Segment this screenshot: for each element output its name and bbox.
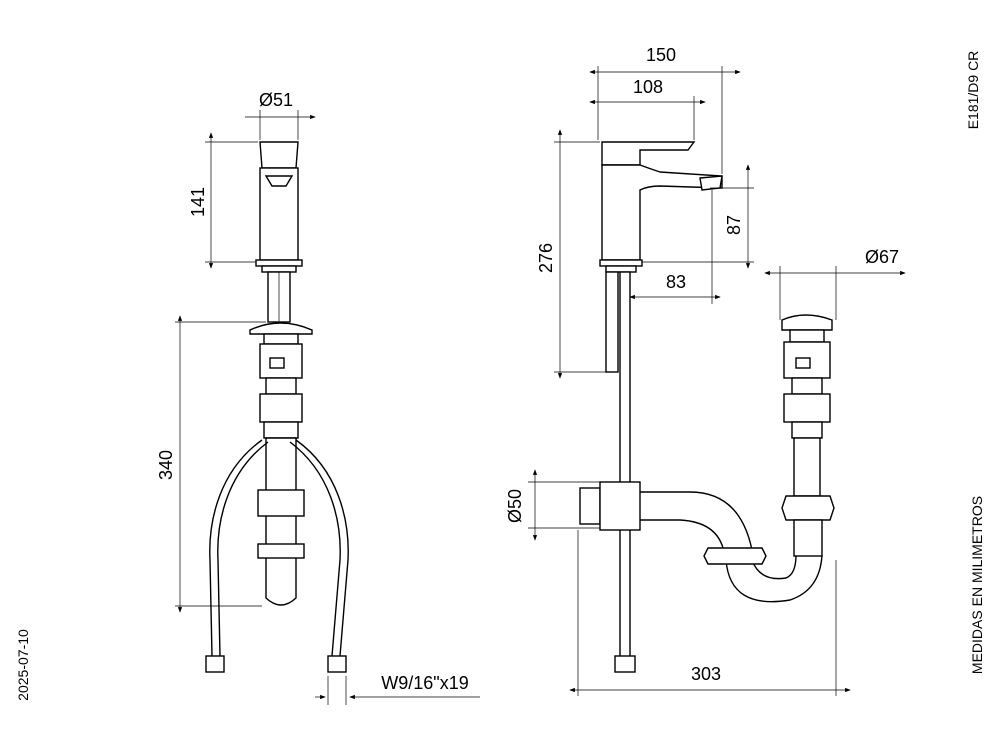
dim-height-drain: 340 bbox=[156, 450, 176, 480]
dim-spout-height: 87 bbox=[724, 215, 744, 235]
dim-hose-thread: W9/16"x19 bbox=[381, 673, 468, 693]
dim-total-length: 150 bbox=[646, 45, 676, 65]
dim-total-height: 276 bbox=[536, 243, 556, 273]
units-note: MEDIDAS EN MILIMETROS bbox=[969, 496, 985, 674]
drawing-date: 2025-07-10 bbox=[15, 629, 31, 701]
dim-trap-diameter: Ø50 bbox=[505, 489, 525, 523]
dim-height-faucet: 141 bbox=[188, 187, 208, 217]
dimension-lines bbox=[175, 66, 906, 705]
dim-drain-diameter: Ø67 bbox=[865, 247, 899, 267]
dim-diameter-faucet: Ø51 bbox=[259, 90, 293, 110]
dim-spout-reach: 108 bbox=[633, 77, 663, 97]
drawing-code: E181/D9 CR bbox=[965, 51, 981, 130]
dim-spout-clearance: 83 bbox=[666, 272, 686, 292]
dim-trap-width: 303 bbox=[691, 664, 721, 684]
front-view-faucet bbox=[205, 141, 349, 673]
side-view-faucet bbox=[579, 141, 835, 673]
